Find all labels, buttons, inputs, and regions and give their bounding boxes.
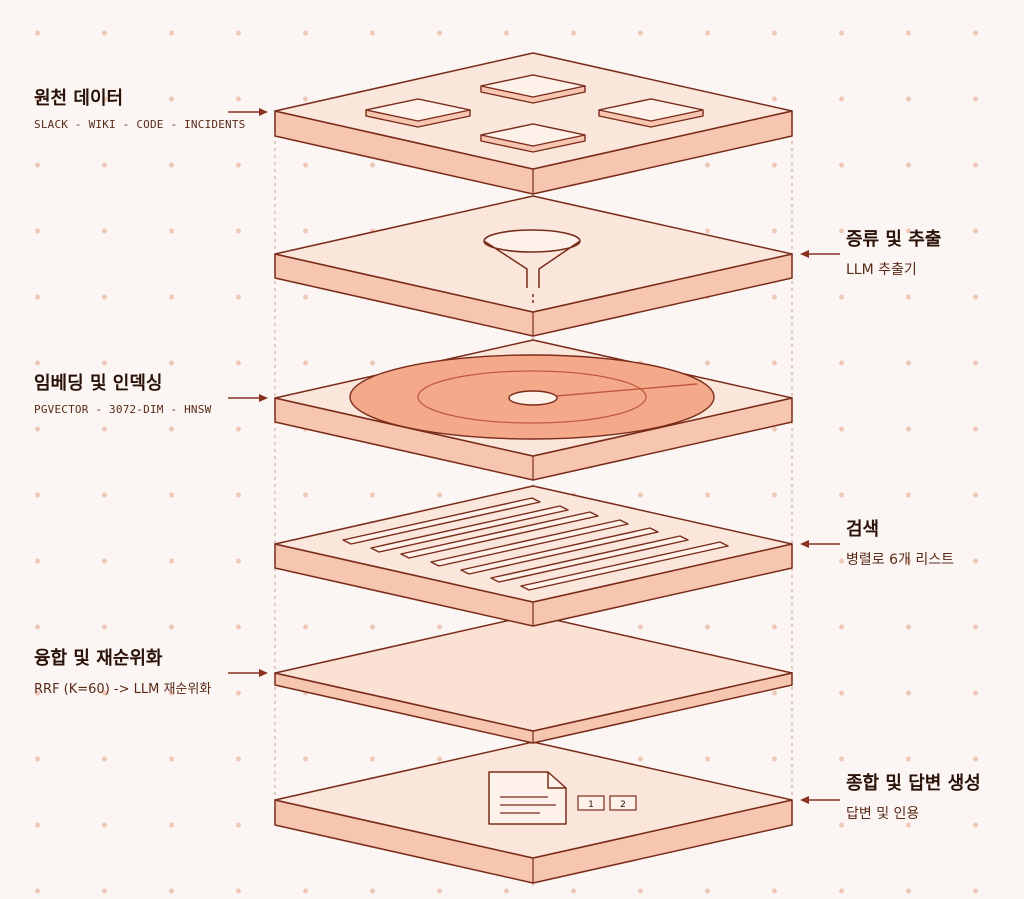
arrow-fusion bbox=[228, 669, 268, 677]
arrow-embedding bbox=[228, 394, 268, 402]
layer-raw-data-top bbox=[274, 52, 793, 170]
layer-title: 임베딩 및 인덱싱 bbox=[34, 373, 163, 394]
citation-chip-1: 1 bbox=[577, 795, 605, 811]
label-embedding: 임베딩 및 인덱싱 PGVECTOR - 3072-DIM - HNSW bbox=[34, 373, 211, 416]
layer-subtitle: 병렬로 6개 리스트 bbox=[846, 552, 954, 568]
data-sources-icon bbox=[365, 74, 704, 153]
layer-title: 종합 및 답변 생성 bbox=[846, 773, 981, 794]
layer-distillation-top bbox=[274, 195, 793, 313]
funnel-icon bbox=[483, 229, 581, 304]
layer-title: 검색 bbox=[846, 519, 880, 540]
label-retrieval: 검색 병렬로 6개 리스트 bbox=[846, 519, 954, 569]
label-raw-data: 원천 데이터 SLACK - WIKI - CODE - INCIDENTS bbox=[34, 88, 246, 131]
svg-text:1: 1 bbox=[588, 800, 594, 810]
label-fusion: 융합 및 재순위화 RRF (K=60) -> LLM 재순위화 bbox=[34, 648, 211, 697]
vector-index-disc-icon bbox=[349, 354, 715, 440]
layer-subtitle: SLACK - WIKI - CODE - INCIDENTS bbox=[34, 118, 246, 131]
layer-subtitle: PGVECTOR - 3072-DIM - HNSW bbox=[34, 403, 212, 416]
arrow-synthesis bbox=[800, 796, 840, 804]
layer-title: 증류 및 추출 bbox=[846, 229, 942, 250]
result-lists-icon bbox=[342, 497, 729, 591]
layer-subtitle: LLM 추출기 bbox=[846, 262, 917, 278]
citation-chip-2: 2 bbox=[609, 795, 637, 811]
layer-fusion-top bbox=[274, 614, 793, 732]
layer-raw-data bbox=[274, 52, 793, 195]
layer-retrieval bbox=[274, 485, 793, 627]
arrow-raw-data bbox=[228, 108, 268, 116]
layer-synthesis: 1 2 bbox=[274, 741, 793, 884]
layer-fusion bbox=[274, 614, 793, 744]
layer-title: 원천 데이터 bbox=[34, 88, 124, 109]
document-icon bbox=[488, 771, 567, 825]
connector-arrows bbox=[228, 108, 840, 804]
label-synthesis: 종합 및 답변 생성 답변 및 인용 bbox=[846, 773, 981, 823]
layer-title: 융합 및 재순위화 bbox=[34, 648, 163, 669]
layer-subtitle: 답변 및 인용 bbox=[846, 806, 920, 822]
arrow-retrieval bbox=[800, 540, 840, 548]
label-distillation: 증류 및 추출 LLM 추출기 bbox=[846, 229, 941, 279]
arrow-distillation bbox=[800, 250, 840, 258]
layer-subtitle: RRF (K=60) -> LLM 재순위화 bbox=[34, 682, 212, 697]
svg-text:2: 2 bbox=[620, 800, 626, 810]
layer-distillation bbox=[274, 195, 793, 337]
layer-embedding bbox=[274, 339, 793, 481]
